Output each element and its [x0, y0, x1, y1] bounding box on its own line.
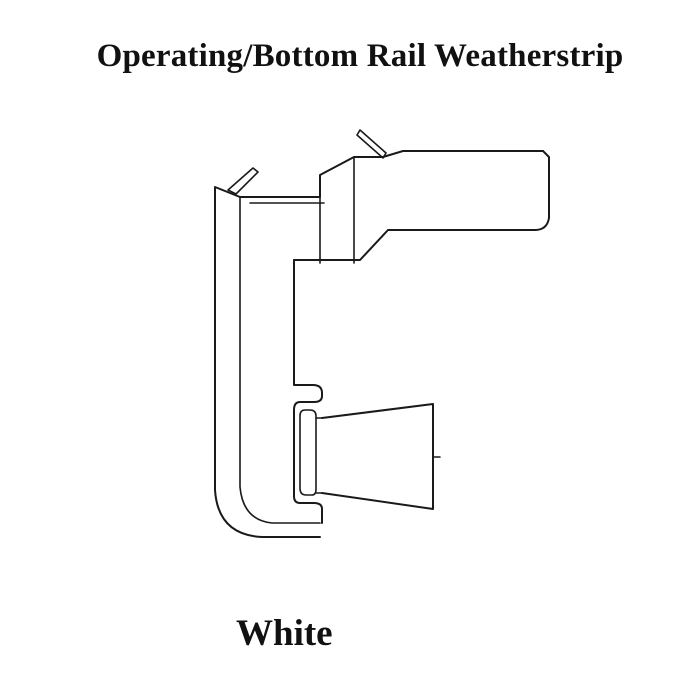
left-clip-hook — [227, 167, 259, 195]
head-block — [293, 150, 550, 261]
seal-neck — [315, 417, 323, 494]
right-clip-hook — [356, 129, 387, 159]
diagram-title: Operating/Bottom Rail Weatherstrip — [96, 38, 624, 74]
inner-profile-wall — [239, 196, 321, 524]
seal-flare — [321, 403, 434, 510]
top-ledge — [239, 150, 544, 198]
slot-channel — [293, 395, 323, 524]
outer-profile-wall — [214, 186, 321, 538]
center-web — [293, 259, 323, 397]
slot-insert — [299, 409, 317, 496]
color-label: White — [236, 613, 333, 654]
